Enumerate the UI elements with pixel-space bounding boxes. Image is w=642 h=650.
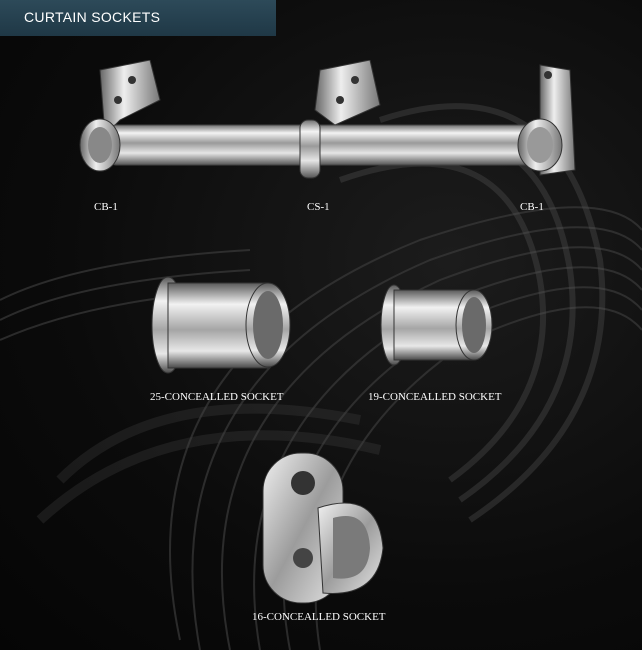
label-socket-19: 19-CONCEALLED SOCKET [368,391,502,403]
section-header: CURTAIN SOCKETS [0,0,276,36]
page-title: CURTAIN SOCKETS [24,9,161,25]
socket-25-image [151,276,291,374]
curtain-rod-assembly [79,60,576,179]
socket-16-image [262,452,384,604]
label-cb1-left: CB-1 [94,201,118,213]
label-socket-25: 25-CONCEALLED SOCKET [150,391,284,403]
cs1-center-bracket [314,60,381,126]
label-socket-16: 16-CONCEALLED SOCKET [252,611,386,623]
label-cs1: CS-1 [307,201,330,213]
label-cb1-right: CB-1 [520,201,544,213]
socket-19-image [380,284,493,366]
